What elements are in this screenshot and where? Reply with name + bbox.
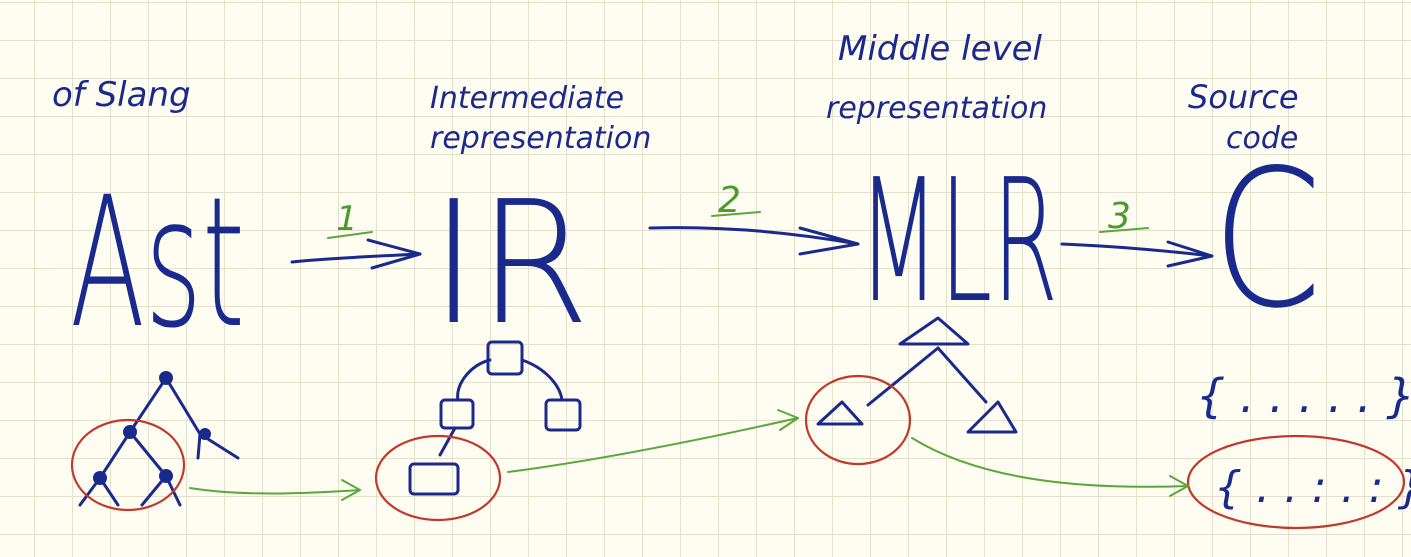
ir-node — [439, 398, 475, 430]
ast-letters: Ast — [70, 159, 245, 368]
mlr-root-triangle — [898, 316, 970, 346]
mapping-arrow-ir-to-mlr — [507, 409, 799, 473]
mlr-tree — [804, 316, 1018, 466]
source-caption-line1: Source — [1188, 78, 1299, 116]
ir-root-node — [486, 340, 524, 376]
ir-caption-line1: Intermediate — [430, 81, 624, 116]
mlr-caption-line2: representation — [826, 91, 1047, 126]
arrow-ir-to-mlr — [648, 211, 860, 256]
ast-tree — [70, 371, 240, 512]
source-highlight-circle — [1186, 434, 1406, 530]
step-number-3: 3 — [1108, 196, 1131, 237]
ir-caption-line2: representation — [430, 121, 651, 156]
ir-highlight-circle — [374, 434, 502, 522]
ast-root-node — [159, 371, 173, 385]
ir-tree — [374, 340, 582, 522]
mapping-arrow-ast-to-ir — [189, 479, 361, 501]
source-caption-line2: code — [1226, 121, 1298, 156]
mlr-triangle — [966, 400, 1018, 434]
ast-node — [199, 428, 211, 440]
step-number-1: 1 — [336, 199, 358, 239]
mlr-highlight-circle — [804, 374, 912, 466]
mapping-arrow-mlr-to-source — [911, 437, 1189, 497]
ir-node — [408, 462, 460, 496]
ir-letters: IR — [430, 165, 590, 363]
c-letter: C — [1212, 129, 1322, 350]
mlr-triangle — [816, 400, 864, 426]
source-block-1: { . . . . . } — [1196, 369, 1411, 423]
ir-node — [544, 398, 582, 432]
arrow-ast-to-ir — [290, 231, 422, 270]
mlr-letters: MLR — [858, 143, 1058, 341]
ast-highlight-circle — [70, 418, 186, 512]
source-block-2: { . . : . : } — [1214, 462, 1411, 513]
ast-node — [159, 469, 173, 483]
step-number-2: 2 — [718, 180, 741, 221]
ast-node — [93, 471, 107, 485]
arrow-mlr-to-c — [1060, 227, 1214, 268]
mlr-caption-line1: Middle level — [838, 29, 1043, 69]
ast-caption: of Slang — [52, 75, 191, 115]
ast-node — [123, 425, 137, 439]
